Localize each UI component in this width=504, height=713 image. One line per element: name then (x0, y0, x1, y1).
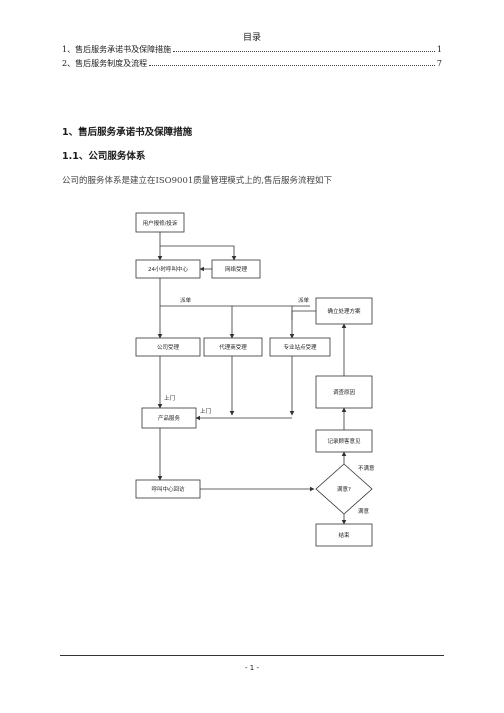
subsection-heading: 1.1、公司服务体系 (62, 151, 146, 162)
label-close: 结束 (338, 531, 350, 539)
label-callback: 呼叫中心回访 (151, 485, 185, 493)
label-company: 公司受理 (157, 343, 180, 351)
node-plan (315, 297, 373, 325)
label-user-report: 用户报修/投诉 (143, 219, 178, 227)
toc-entry-text: 2、售后服务制度及流程 (62, 59, 148, 68)
node-call-center (135, 259, 201, 279)
node-callback (135, 479, 201, 499)
label-record: 记录顾客意见 (327, 437, 361, 445)
edge-label-satisfied: 满意 (358, 507, 370, 515)
node-investigate (315, 375, 373, 409)
edge-label-dispatch-right: 派单 (298, 296, 310, 304)
node-close (315, 523, 373, 547)
label-call-center: 24小时呼叫中心 (148, 265, 188, 273)
toc-entry-text: 1、售后服务承诺书及保障措施 (62, 45, 172, 54)
label-investigate: 调查原因 (333, 388, 356, 396)
edge-label-visit-1: 上门 (164, 394, 175, 402)
edge-label-visit-2: 上门 (200, 407, 211, 415)
edge-report-to-web (160, 245, 237, 261)
node-user-report (135, 212, 185, 233)
toc-dot-leader (173, 51, 435, 52)
toc-entry-page: 1 (436, 45, 442, 54)
node-agent (203, 337, 263, 357)
edge-label-unsatisfied: 不满意 (358, 464, 375, 472)
toc-entry[interactable]: 2、售后服务制度及流程 7 (62, 58, 442, 69)
toc-entry-page: 7 (436, 59, 442, 68)
label-plan: 确立处理方案 (327, 307, 361, 315)
node-web-accept (211, 259, 261, 279)
toc-title: 目录 (242, 33, 261, 43)
body-paragraph: 公司的服务体系是建立在ISO9001质量管理模式上的,售后服务流程如下 (62, 176, 332, 186)
node-station (269, 337, 331, 357)
toc-entry[interactable]: 1、售后服务承诺书及保障措施 1 (62, 44, 442, 55)
footer-divider (60, 655, 444, 656)
label-station: 专业站点受理 (283, 343, 317, 351)
section-heading: 1、售后服务承诺书及保障措施 (62, 127, 193, 138)
node-satisfied-decision (315, 463, 373, 515)
edge-plan-to-dispatch (291, 310, 316, 320)
toc-dot-leader (149, 65, 435, 66)
page-number: - 1 - (245, 664, 259, 672)
edge-label-dispatch-left: 派单 (180, 296, 192, 304)
node-product-service (141, 407, 197, 429)
label-product-service: 产品服务 (158, 414, 181, 422)
node-company (135, 337, 201, 357)
label-satisfied: 满意? (337, 485, 351, 493)
label-web-accept: 网络受理 (225, 265, 248, 273)
label-agent: 代理商受理 (219, 343, 247, 351)
node-record (315, 429, 373, 453)
